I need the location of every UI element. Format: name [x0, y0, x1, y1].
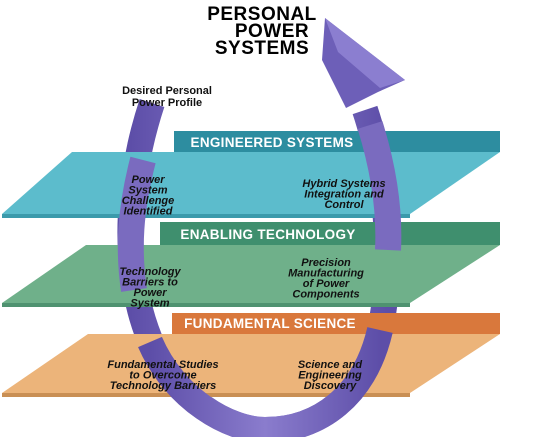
diagram-title: PERSONAL POWER SYSTEMS — [207, 4, 317, 59]
engineered-right-label-line: Hybrid Systems — [302, 178, 385, 190]
engineered-left-label-line: Challenge — [122, 195, 175, 207]
title-line-2: POWER — [235, 21, 309, 42]
enabling-right-label-line: Manufacturing — [288, 268, 364, 280]
enabling-right-label-line: of Power — [303, 278, 350, 290]
fundamental-right-label-line: Engineering — [298, 370, 362, 382]
desired-profile-line-1: Desired Personal — [122, 85, 212, 97]
engineered-systems-layer: ENGINEERED SYSTEMS — [2, 131, 500, 218]
fundamental-right-label-line: Science and — [298, 359, 362, 371]
cycle-arrow-head-shade — [325, 18, 405, 88]
fundamental-right-label-line: Discovery — [304, 380, 357, 392]
engineered-left-label-line: Identified — [124, 206, 173, 218]
cycle-arrow-front-left-segment — [117, 156, 156, 292]
title-line-3: SYSTEMS — [215, 38, 309, 59]
fundamental-left-label-line: Technology Barriers — [110, 380, 217, 392]
fundamental-science-layer: FUNDAMENTAL SCIENCE — [2, 313, 500, 397]
enabling-right-label-line: Precision — [301, 257, 351, 269]
desired-profile-line-2: Power Profile — [132, 97, 202, 109]
enabling-technology-title: ENABLING TECHNOLOGY — [180, 227, 355, 242]
engineered-systems-plane-edge — [2, 214, 410, 218]
fundamental-science-title: FUNDAMENTAL SCIENCE — [184, 316, 356, 331]
desired-profile-label: Desired Personal Power Profile — [122, 85, 212, 109]
enabling-left-label-line: Power — [133, 287, 167, 299]
cycle-arrow-front-right-segment — [357, 121, 402, 251]
engineered-systems-plane — [2, 152, 500, 214]
engineered-left-label-line: System — [128, 185, 167, 197]
engineered-systems-band — [174, 131, 500, 152]
enabling-left-label-line: Technology — [119, 266, 181, 278]
engineered-right-label-line: Integration and — [304, 189, 384, 201]
enabling-technology-plane-edge — [2, 303, 410, 307]
enabling-technology-layer: ENABLING TECHNOLOGY — [2, 222, 500, 307]
engineered-systems-title: ENGINEERED SYSTEMS — [191, 135, 354, 150]
fundamental-left-label-line: to Overcome — [129, 370, 196, 382]
engineered-left-label-line: Power — [131, 174, 165, 186]
fundamental-science-plane — [2, 334, 500, 393]
enabling-right-label-line: Components — [292, 289, 359, 301]
title-line-1: PERSONAL — [207, 4, 317, 25]
enabling-technology-plane — [2, 245, 500, 303]
fundamental-science-band — [172, 313, 500, 334]
engineered-right-label-line: Control — [324, 199, 364, 211]
cycle-arrow-front-bottom-segment — [138, 326, 393, 437]
enabling-left-label-line: System — [130, 298, 169, 310]
enabling-technology-band — [160, 222, 500, 245]
fundamental-left-label-line: Fundamental Studies — [107, 359, 218, 371]
enabling-left-label-line: Barriers to — [122, 277, 178, 289]
